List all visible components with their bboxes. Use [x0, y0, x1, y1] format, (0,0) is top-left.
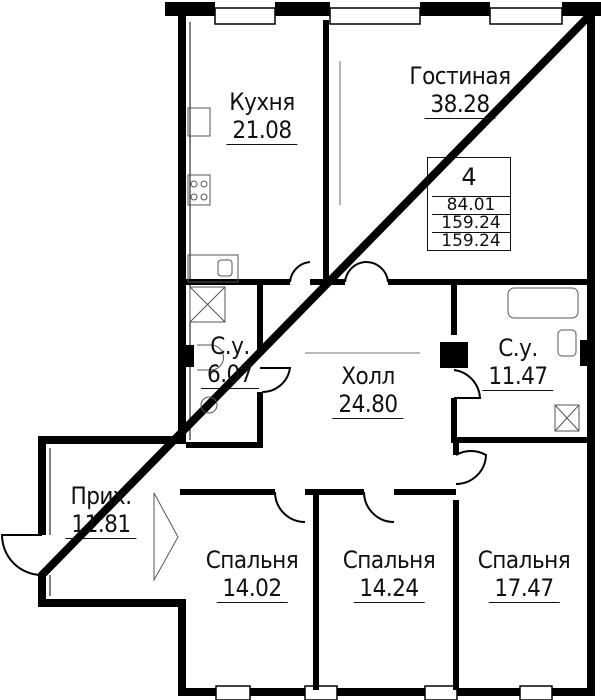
room-count: 4: [461, 163, 477, 191]
room-name: Кухня: [229, 88, 295, 116]
living-area: 84.01: [432, 196, 510, 214]
room-area: 6.07: [200, 360, 260, 389]
total-area-2: 159.24: [432, 232, 510, 250]
room-area: 21.08: [226, 116, 298, 145]
room-area: 14.02: [216, 574, 288, 603]
room-name: С.у.: [498, 334, 538, 362]
windows: [214, 7, 563, 700]
room-bathroom-large: С.у.11.47: [482, 334, 554, 391]
room-entrance: Прих.11.81: [65, 482, 137, 539]
room-area: 11.47: [482, 362, 554, 391]
doors: [0, 260, 488, 576]
room-name: Прих.: [70, 482, 132, 510]
fixtures: [153, 107, 580, 582]
room-area: 14.24: [353, 574, 425, 603]
window-piers: [165, 2, 601, 368]
apartment-summary: 4 84.01 159.24 159.24: [427, 157, 511, 251]
room-name: С.у.: [210, 332, 250, 360]
room-name: Спальня: [477, 546, 571, 574]
room-name: Спальня: [205, 546, 299, 574]
room-name: Спальня: [342, 546, 436, 574]
room-area: 24.80: [332, 390, 404, 419]
room-area: 38.28: [424, 90, 496, 119]
room-area: 17.47: [488, 574, 560, 603]
room-name: Холл: [341, 362, 395, 390]
total-area: 159.24: [432, 214, 510, 232]
axis-lines: [305, 61, 420, 354]
room-area: 11.81: [65, 510, 137, 539]
room-bathroom-small: С.у.6.07: [200, 332, 260, 389]
room-name: Гостиная: [409, 62, 511, 90]
